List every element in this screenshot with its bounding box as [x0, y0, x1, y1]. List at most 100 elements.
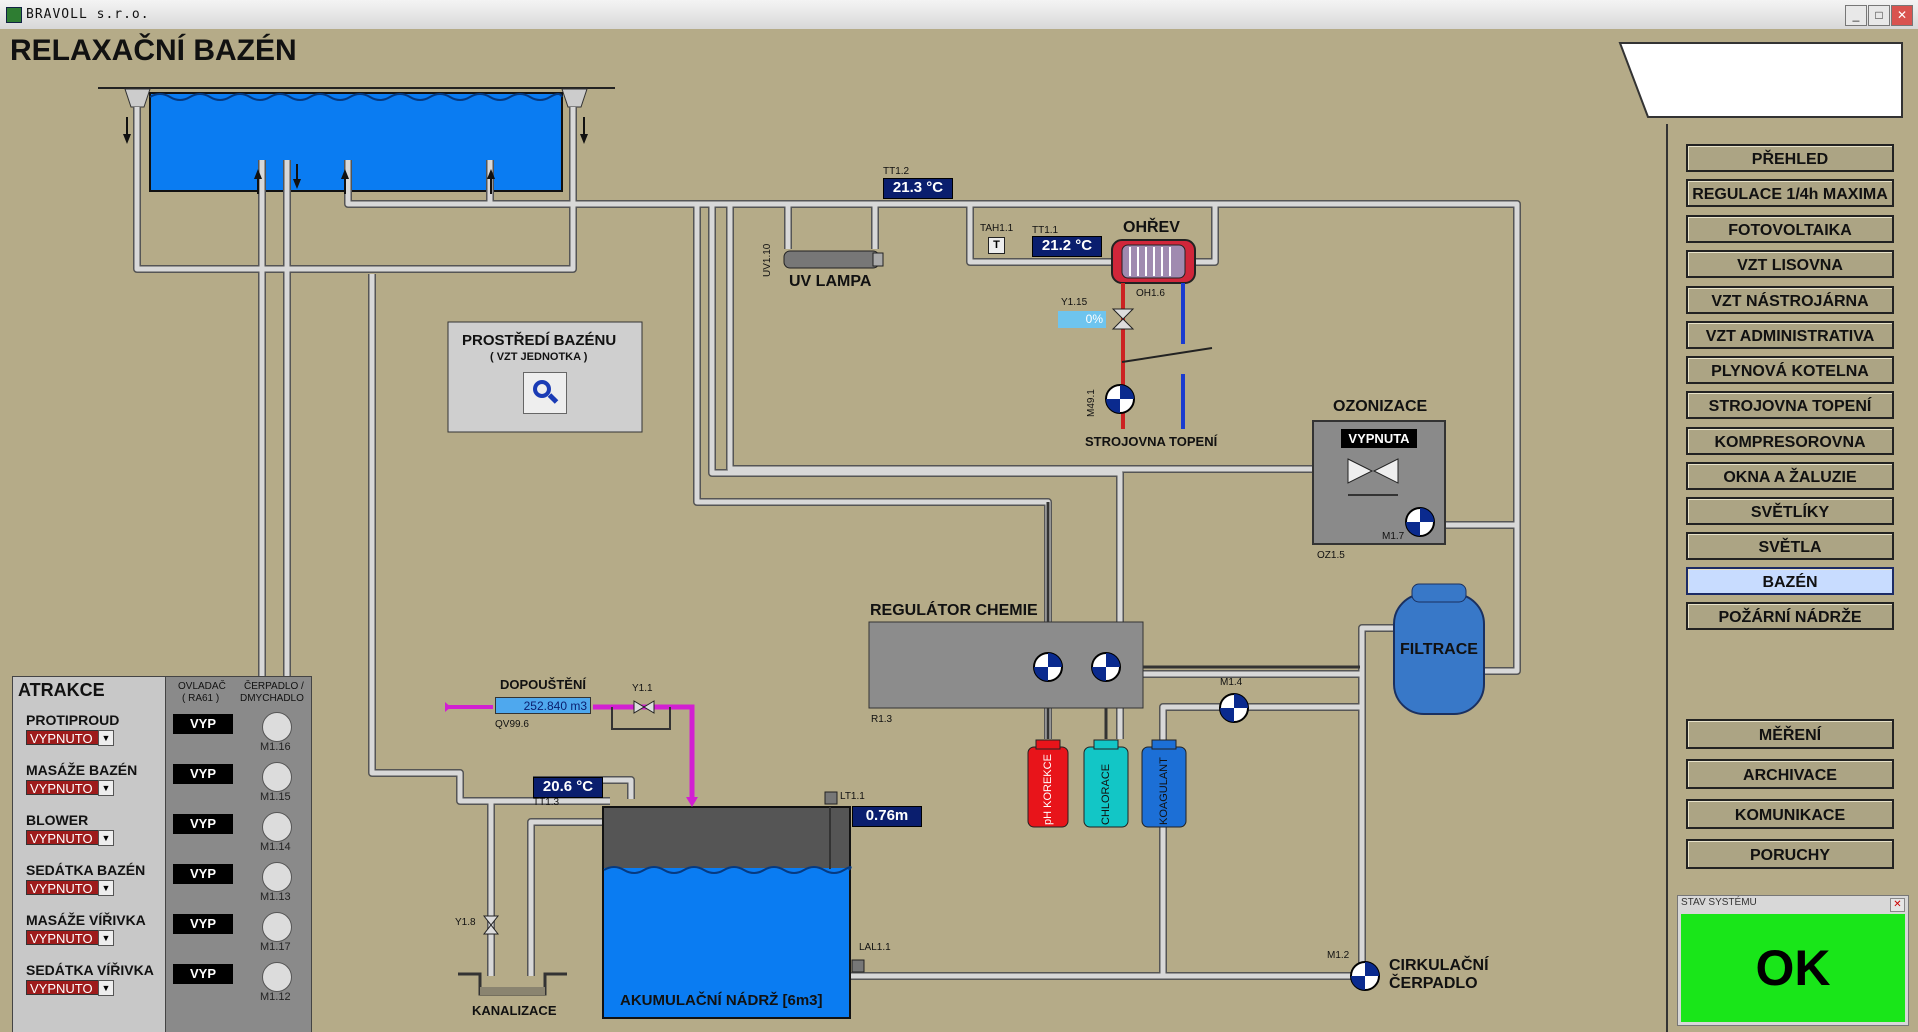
chevron-down-icon[interactable]: ▼ [98, 780, 114, 796]
attraction-pump-tag: M1.12 [260, 991, 291, 1003]
close-icon[interactable]: ✕ [1890, 898, 1905, 912]
tt11-value: 21.2 °C [1032, 236, 1102, 257]
nav-pozarni-nadrze[interactable]: POŽÁRNÍ NÁDRŽE [1686, 602, 1894, 630]
env-panel-subtitle: ( VZT JEDNOTKA ) [490, 351, 588, 363]
attraction-cmd-button[interactable]: VYP [173, 714, 233, 734]
attraction-name: SEDÁTKA BAZÉN [26, 862, 146, 878]
r13-tag: R1.3 [871, 714, 893, 725]
chevron-down-icon[interactable]: ▼ [98, 830, 114, 846]
flow-arrow [487, 169, 495, 179]
circulation-label-1: CIRKULAČNÍ [1389, 957, 1489, 974]
maximize-button[interactable]: □ [1868, 5, 1890, 26]
attraction-pump [262, 812, 292, 842]
uv-lamp-label: UV LAMPA [789, 273, 872, 290]
info-panel [1618, 42, 1903, 118]
qv-tag: QV99.6 [495, 719, 529, 730]
attraction-cmd-button[interactable]: VYP [173, 764, 233, 784]
chevron-down-icon[interactable]: ▼ [98, 730, 114, 746]
filtrace-label: FILTRACE [1400, 641, 1478, 658]
attraction-pump-tag: M1.15 [260, 791, 291, 803]
tah11-tag: TAH1.1 [980, 223, 1014, 234]
y115-value: 0% [1058, 311, 1106, 328]
attraction-name: BLOWER [26, 812, 89, 828]
attractions-title: ATRAKCE [18, 680, 105, 700]
nav-plynova-kotelna[interactable]: PLYNOVÁ KOTELNA [1686, 356, 1894, 384]
tt11-tag: TT1.1 [1032, 225, 1059, 236]
lal11-tag: LAL1.1 [859, 942, 891, 953]
flow-arrow [254, 169, 262, 179]
attraction-state[interactable]: VYPNUTO [26, 830, 114, 846]
nav-bazen[interactable]: BAZÉN [1686, 567, 1894, 595]
attraction-name: MASÁŽE BAZÉN [26, 762, 138, 778]
heater-valve [1111, 308, 1135, 330]
nav-strojovna-topeni[interactable]: STROJOVNA TOPENÍ [1686, 391, 1894, 419]
flow-arrow [123, 134, 131, 144]
scada-main: RELAXAČNÍ BAZÉN PROSTŘEDÍ BAZÉNU ( VZT J… [0, 29, 1918, 1032]
attraction-cmd-button[interactable]: VYP [173, 864, 233, 884]
chem-chlor-label: CHLORACE [1100, 763, 1112, 825]
attraction-pump [262, 862, 292, 892]
tt13-value: 20.6 °C [533, 777, 603, 798]
nav-prehled[interactable]: PŘEHLED [1686, 144, 1894, 172]
attraction-cmd-button[interactable]: VYP [173, 964, 233, 984]
chevron-down-icon[interactable]: ▼ [98, 880, 114, 896]
attraction-pump [262, 962, 292, 992]
nav-okna-zaluzie[interactable]: OKNA A ŽALUZIE [1686, 462, 1894, 490]
attraction-pump [262, 912, 292, 942]
nav-regulace[interactable]: REGULACE 1/4h MAXIMA [1686, 179, 1894, 207]
tah11-box: T [988, 237, 1005, 254]
tt12-tag: TT1.2 [883, 166, 910, 177]
nav-svetla[interactable]: SVĚTLA [1686, 532, 1894, 560]
attraction-pump-tag: M1.16 [260, 741, 291, 753]
heater-label: OHŘEV [1123, 219, 1180, 236]
attraction-pump-tag: M1.13 [260, 891, 291, 903]
strojovna-label: STROJOVNA TOPENÍ [1085, 434, 1218, 449]
attraction-cmd-button[interactable]: VYP [173, 914, 233, 934]
nav-kompresorovna[interactable]: KOMPRESOROVNA [1686, 427, 1894, 455]
uv-lamp [783, 250, 880, 269]
heater-tag: OH1.6 [1136, 288, 1165, 299]
chevron-down-icon[interactable]: ▼ [98, 930, 114, 946]
col-dmychadlo: DMYCHADLO [240, 693, 304, 704]
pool-water [149, 92, 563, 192]
nav-komunikace[interactable]: KOMUNIKACE [1686, 799, 1894, 829]
attraction-name: SEDÁTKA VÍŘIVKA [26, 962, 154, 978]
magnifier-icon[interactable] [523, 372, 567, 414]
close-button[interactable]: ✕ [1891, 5, 1913, 26]
env-panel-title: PROSTŘEDÍ BAZÉNU [462, 332, 617, 349]
uv-lamp-tag: UV1.10 [762, 243, 773, 277]
nav-mereni[interactable]: MĚŘENÍ [1686, 719, 1894, 749]
attraction-state[interactable]: VYPNUTO [26, 930, 114, 946]
dopousteni-label: DOPOUŠTĚNÍ [500, 677, 586, 692]
tank-label: AKUMULAČNÍ NÁDRŽ [6m3] [620, 992, 823, 1009]
chevron-down-icon[interactable]: ▼ [98, 980, 114, 996]
skimmer-left [124, 88, 151, 108]
minimize-button[interactable]: _ [1845, 5, 1867, 26]
nav-archivace[interactable]: ARCHIVACE [1686, 759, 1894, 789]
ozone-status: VYPNUTA [1341, 429, 1417, 448]
attraction-state[interactable]: VYPNUTO [26, 730, 114, 746]
attraction-name: MASÁŽE VÍŘIVKA [26, 912, 146, 928]
attraction-state[interactable]: VYPNUTO [26, 880, 114, 896]
status-title: STAV SYSTÉMU [1681, 897, 1757, 908]
app-icon [6, 7, 22, 23]
ozonizace-label: OZONIZACE [1333, 398, 1428, 415]
nav-poruchy[interactable]: PORUCHY [1686, 839, 1894, 869]
nav-vzt-nastrojarna[interactable]: VZT NÁSTROJÁRNA [1686, 286, 1894, 314]
tt13-tag: TT1.3 [533, 797, 560, 808]
nav-vzt-lisovna[interactable]: VZT LISOVNA [1686, 250, 1894, 278]
skimmer-right [561, 88, 588, 108]
chem-tank-koag [1141, 739, 1187, 828]
nav-vzt-administrativa[interactable]: VZT ADMINISTRATIVA [1686, 321, 1894, 349]
nav-fotovoltaika[interactable]: FOTOVOLTAIKA [1686, 215, 1894, 243]
y18-tag: Y1.8 [455, 917, 476, 928]
attraction-state[interactable]: VYPNUTO [26, 980, 114, 996]
attraction-pump [262, 712, 292, 742]
attraction-cmd-button[interactable]: VYP [173, 814, 233, 834]
regulator-label: REGULÁTOR CHEMIE [870, 602, 1038, 619]
status-panel: STAV SYSTÉMU ✕ OK [1677, 895, 1909, 1026]
flow-arrow [341, 169, 349, 179]
nav-svetliky[interactable]: SVĚTLÍKY [1686, 497, 1894, 525]
pool-wave [149, 93, 563, 101]
window-title: BRAVOLL s.r.o. [26, 7, 150, 22]
